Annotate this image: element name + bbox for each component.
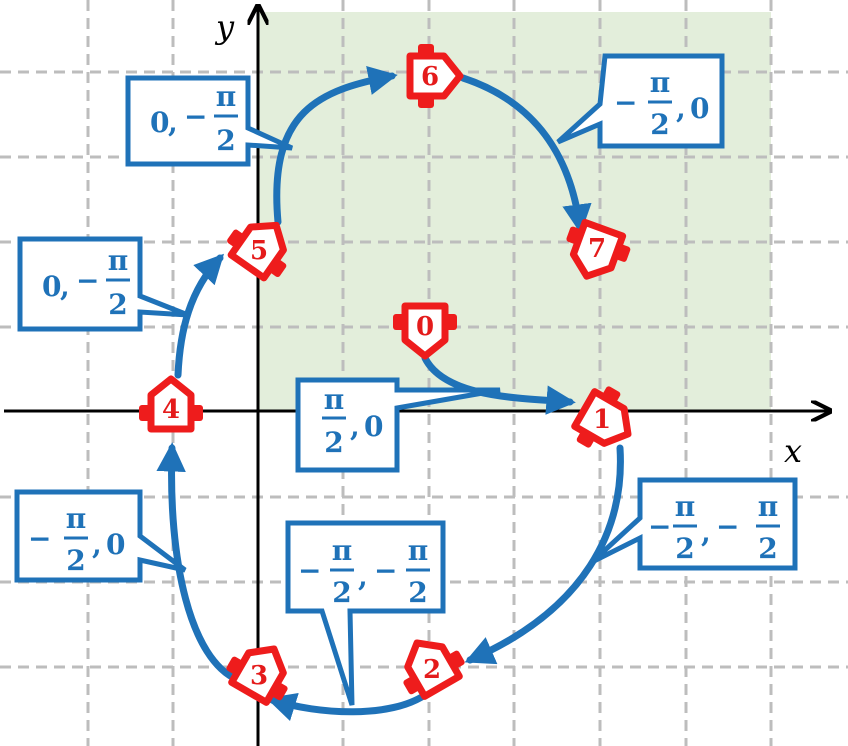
segment-1-2 [464,444,624,665]
segment-5-6 [273,66,398,226]
callout-5-6-minus: − [184,100,207,133]
marker-4-label: 4 [162,395,180,425]
callout-3-4-first-den: 2 [66,544,85,577]
marker-0-label: 0 [416,312,434,342]
y-axis-label: y [214,8,235,46]
callout-2-3-minus-b: − [374,554,397,587]
callout-3-4-first-num: π [66,502,87,535]
x-axis-label: x [784,432,802,470]
callout-2-3-first-num: π [332,534,353,567]
segment-3-4 [156,442,242,684]
callout-2-3: − π 2 , − π 2 [285,520,446,706]
marker-1: 1 [571,386,632,448]
marker-0: 0 [393,302,457,360]
callout-0-1-comma: , [350,410,360,443]
marker-7: 7 [566,218,631,280]
callout-1-2-minus-b: − [716,510,739,543]
callout-0-1-first-den: 2 [324,426,343,459]
callout-5-6-first: 0 [150,106,169,139]
callout-2-3-second-den: 2 [408,576,427,609]
segment-2-3 [266,691,429,722]
callout-4-5-comma: , [60,270,70,303]
callout-5-6-comma: , [168,106,178,139]
callout-2-3-comma: , [358,560,368,593]
callout-6-7-first-den: 2 [650,108,669,141]
callout-6-7-comma: , [676,92,686,125]
callout-3-4: − π 2 , 0 [14,489,187,583]
marker-5-label: 5 [250,236,268,266]
callout-1-2-second-num: π [758,490,779,523]
callout-5-6-second-num: π [216,80,237,113]
callout-6-7-minus: − [614,86,637,119]
marker-4: 4 [139,375,203,433]
callout-0-1-first-num: π [324,383,345,416]
marker-1-label: 1 [593,405,611,435]
callout-1-2-first-den: 2 [675,532,694,565]
callouts: π 2 , 0 − π 2 , − π 2 − π 2 , − [14,53,798,706]
callout-2-3-second-num: π [408,534,429,567]
callout-3-4-comma: , [92,528,102,561]
callout-4-5-minus: − [76,264,99,297]
callout-3-4-minus: − [28,522,51,555]
callout-4-5-second-den: 2 [108,288,127,321]
callout-1-2: − π 2 , − π 2 [590,477,798,571]
callout-2-3-first-den: 2 [332,576,351,609]
callout-1-2-first-num: π [675,490,696,523]
callout-1-2-minus-a: − [648,510,671,543]
callout-6-7-second: 0 [690,92,709,125]
callout-5-6: 0 , − π 2 [125,75,294,167]
marker-2-label: 2 [423,655,441,685]
marker-7-label: 7 [588,234,606,264]
callout-3-4-second: 0 [106,528,125,561]
callout-4-5-second-num: π [108,244,129,277]
callout-0-1-second: 0 [364,410,383,443]
callout-5-6-second-den: 2 [216,124,235,157]
marker-2: 2 [403,639,465,700]
callout-2-3-minus-a: − [298,554,321,587]
marker-6: 6 [406,44,464,108]
callout-0-1: π 2 , 0 [295,377,501,473]
callout-1-2-comma: , [701,516,711,549]
marker-5: 5 [227,221,287,282]
callout-6-7-first-num: π [650,66,671,99]
marker-3: 3 [226,645,288,706]
callout-4-5: 0 , − π 2 [17,236,189,332]
callout-4-5-first: 0 [42,270,61,303]
markers: 0 1 2 3 4 5 [139,44,632,706]
segment-6-7 [459,74,592,234]
callout-6-7: − π 2 , 0 [556,53,725,149]
segment-4-5 [174,253,225,379]
callout-1-2-second-den: 2 [758,532,777,565]
marker-6-label: 6 [421,62,439,92]
marker-3-label: 3 [250,661,268,691]
